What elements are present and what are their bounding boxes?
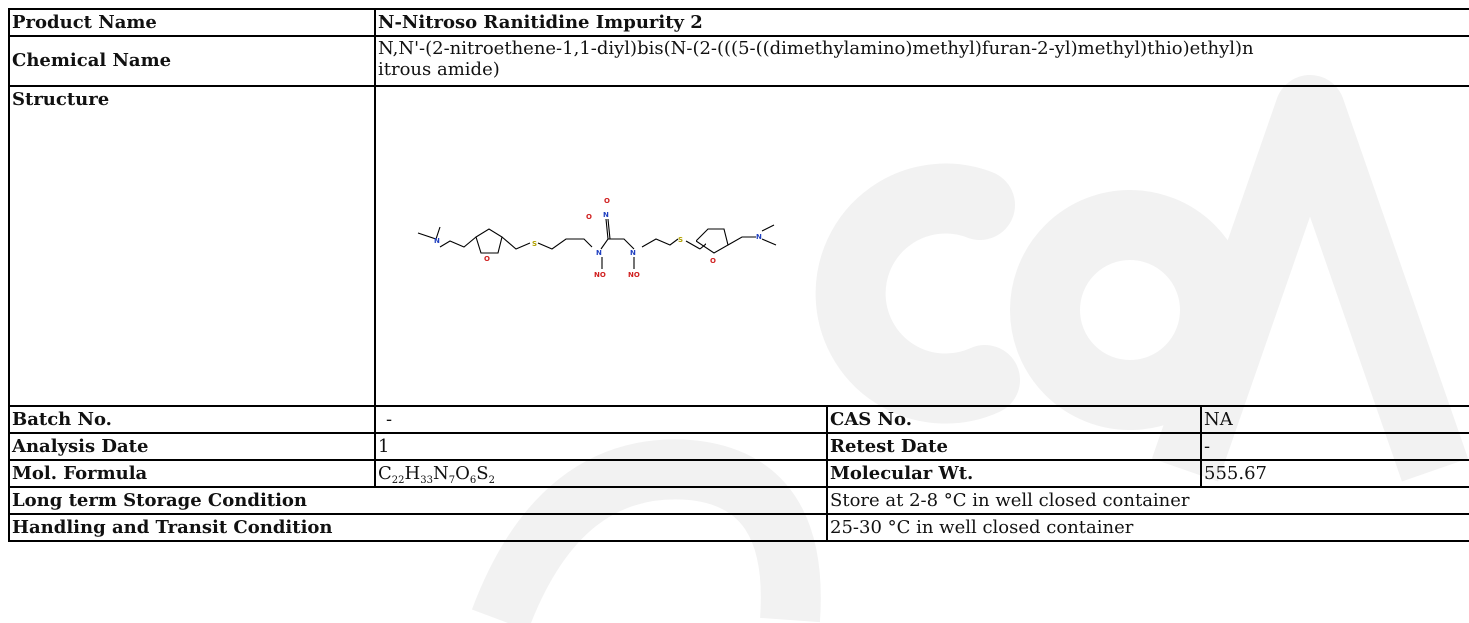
atom-s-right: S (678, 236, 683, 244)
batch-no-label: Batch No. (8, 405, 376, 434)
storage-value: Store at 2-8 °C in well closed container (826, 486, 1469, 515)
row-formula: Mol. Formula C22H33N7O6S2 Molecular Wt. … (8, 459, 1469, 488)
row-storage: Long term Storage Condition Store at 2-8… (8, 486, 1469, 515)
atom-n-left: N (434, 237, 440, 245)
molecular-wt-value: 555.67 (1200, 459, 1469, 488)
atom-n-center-left: N (596, 249, 602, 257)
row-chemical-name: Chemical Name N,N'-(2-nitroethene-1,1-di… (8, 35, 1469, 87)
mol-formula-value: C22H33N7O6S2 (374, 459, 828, 488)
atom-no-left: NO (594, 271, 606, 279)
retest-date-value: - (1200, 432, 1469, 461)
row-dates: Analysis Date 1 Retest Date - (8, 432, 1469, 461)
handling-label: Handling and Transit Condition (8, 513, 828, 542)
cas-no-value: NA (1200, 405, 1469, 434)
atom-o-nitro-minus: O (586, 213, 592, 221)
analysis-date-value: 1 (374, 432, 828, 461)
product-name-label: Product Name (8, 8, 376, 37)
formula-o: O (455, 462, 470, 484)
atom-s-left: S (532, 240, 537, 248)
formula-n-count: 7 (448, 474, 456, 486)
chemical-name-text: N,N'-(2-nitroethene-1,1-diyl)bis(N-(2-((… (378, 38, 1254, 80)
analysis-date-label: Analysis Date (8, 432, 376, 461)
formula-h-count: 33 (420, 474, 433, 486)
atom-no-right: NO (628, 271, 640, 279)
molecular-wt-label: Molecular Wt. (826, 459, 1202, 488)
atom-o-furan-right: O (710, 257, 716, 265)
chemical-name-label: Chemical Name (8, 35, 376, 87)
atom-n-right: N (756, 233, 762, 241)
atom-n-center-right: N (630, 249, 636, 257)
product-name-value: N-Nitroso Ranitidine Impurity 2 (374, 8, 1469, 37)
formula-n: N (432, 462, 449, 484)
row-handling: Handling and Transit Condition 25-30 °C … (8, 513, 1469, 542)
mol-formula-label: Mol. Formula (8, 459, 376, 488)
handling-value: 25-30 °C in well closed container (826, 513, 1469, 542)
formula-c-count: 22 (391, 474, 405, 486)
row-product-name: Product Name N-Nitroso Ranitidine Impuri… (8, 8, 1469, 37)
retest-date-label: Retest Date (826, 432, 1202, 461)
atom-o-nitro: O (604, 197, 610, 205)
atom-o-furan-left: O (484, 255, 490, 263)
formula-c: C (378, 462, 392, 484)
atom-n-nitro: N (603, 211, 609, 219)
formula-h: H (404, 462, 421, 484)
storage-label: Long term Storage Condition (8, 486, 828, 515)
formula-s-count: 2 (488, 474, 495, 486)
row-batch: Batch No. - CAS No. NA (8, 405, 1469, 434)
chemical-structure-image: N O S O N O N NO N NO S (417, 197, 706, 279)
row-structure: Structure (8, 85, 1469, 407)
structure-cell: N O S O N O N NO N NO S (374, 85, 1469, 407)
cas-no-label: CAS No. (826, 405, 1202, 434)
product-spec-table: Product Name N-Nitroso Ranitidine Impuri… (8, 8, 1469, 542)
batch-no-value: - (374, 405, 828, 434)
structure-label: Structure (8, 85, 376, 407)
formula-s: S (476, 462, 489, 484)
chemical-structure-right: O N (696, 224, 777, 265)
chemical-name-value: N,N'-(2-nitroethene-1,1-diyl)bis(N-(2-((… (374, 35, 1469, 87)
